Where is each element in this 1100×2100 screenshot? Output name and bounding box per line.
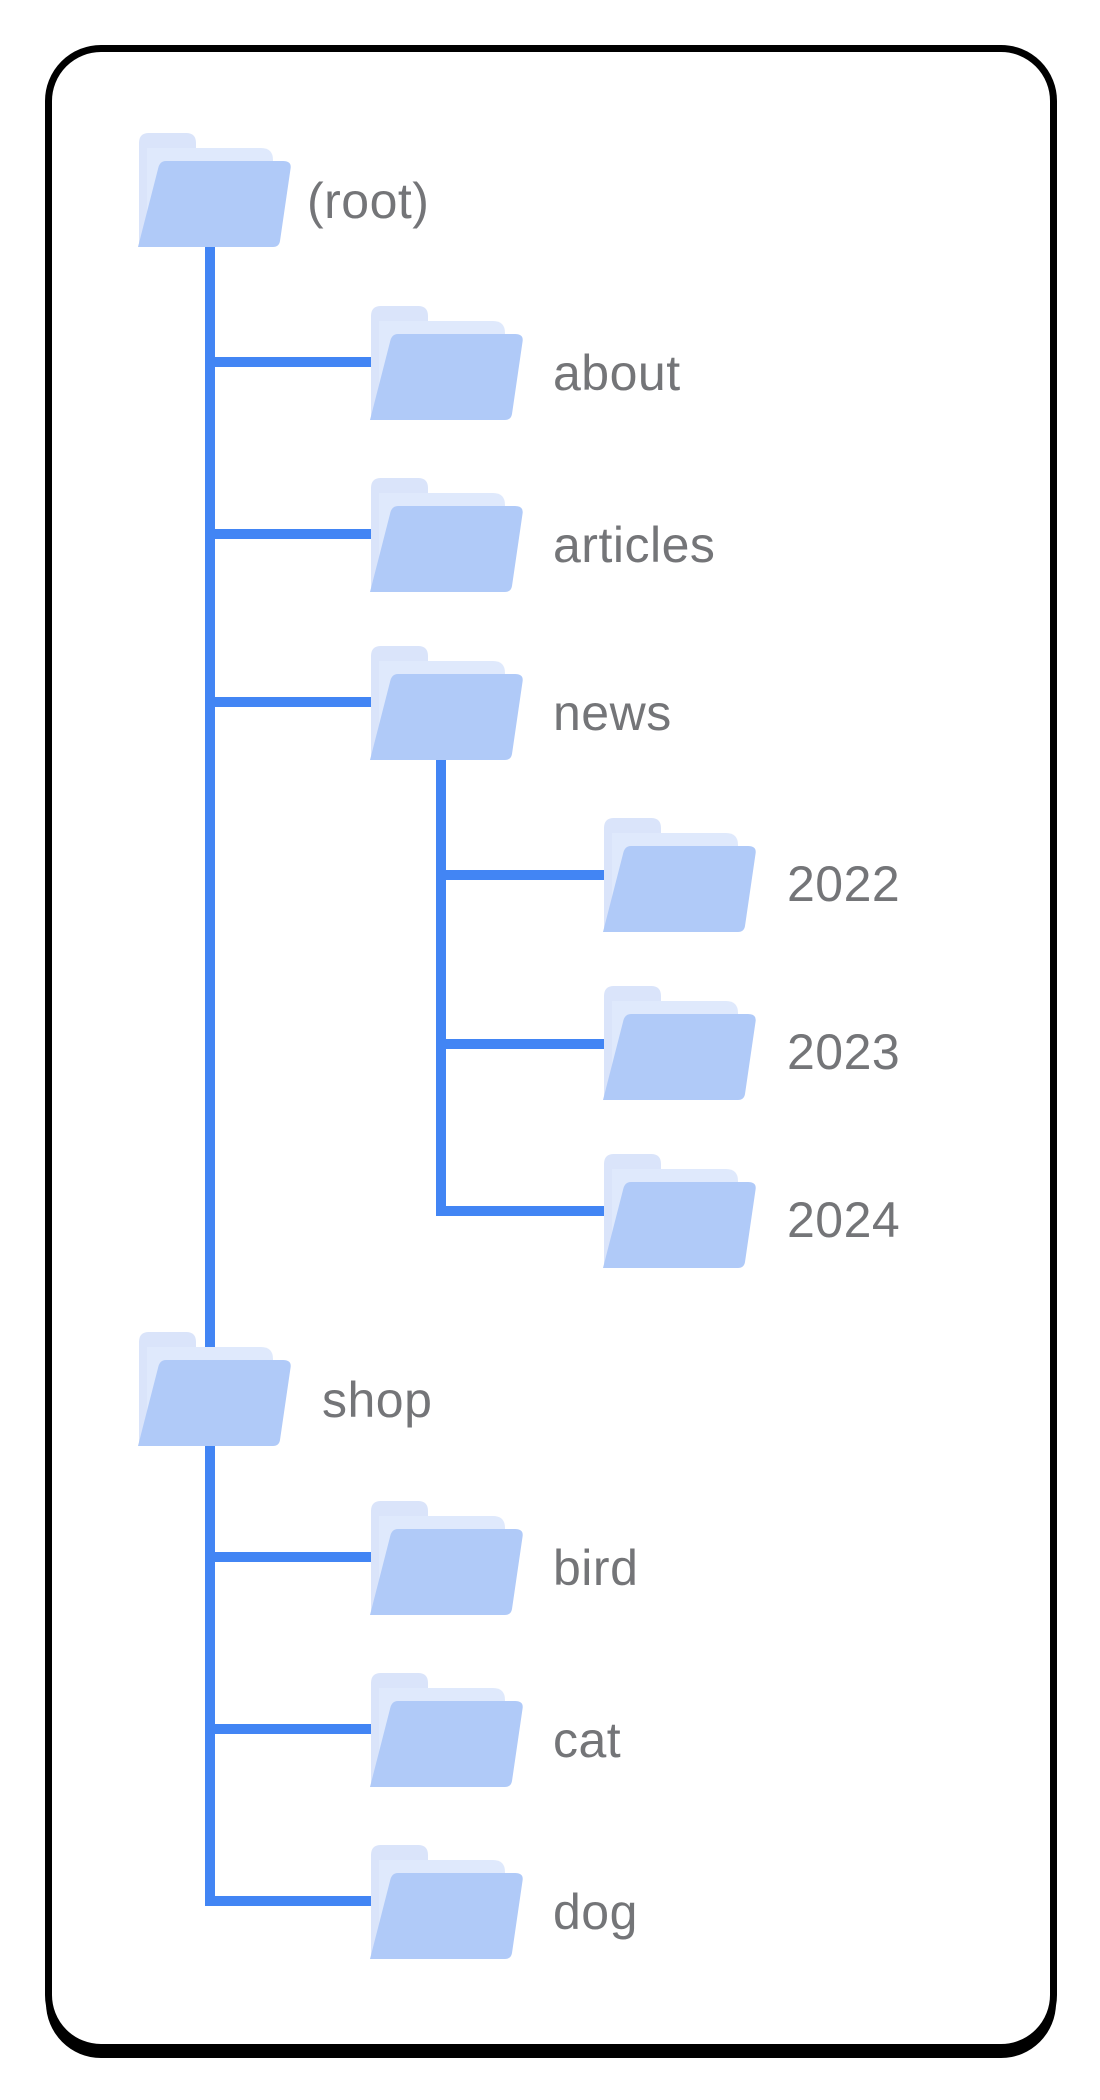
tree-node-label-about: about bbox=[553, 345, 681, 401]
connector-branch-dog bbox=[210, 1896, 374, 1906]
connector-branch-bird bbox=[210, 1552, 374, 1562]
connector-root-trunk bbox=[205, 240, 215, 1906]
connector-branch-articles bbox=[210, 529, 374, 539]
connector-news-trunk bbox=[436, 755, 446, 1216]
connector-branch-cat bbox=[210, 1724, 374, 1734]
connector-branch-2022 bbox=[441, 870, 606, 880]
folder-icon bbox=[603, 1154, 756, 1268]
tree-node-label-news: news bbox=[553, 685, 672, 741]
tree-node-label-cat: cat bbox=[553, 1712, 622, 1768]
tree-node-label-bird: bird bbox=[553, 1540, 639, 1596]
tree-node-label-root: (root) bbox=[307, 173, 430, 229]
folder-icon bbox=[603, 818, 756, 932]
tree-node-label-shop: shop bbox=[322, 1372, 433, 1428]
connector-branch-news bbox=[210, 697, 374, 707]
tree-node-label-dog: dog bbox=[553, 1884, 638, 1940]
tree-node-label-2023: 2023 bbox=[787, 1024, 901, 1080]
folder-icon bbox=[370, 1845, 523, 1959]
folder-icon bbox=[138, 1332, 291, 1446]
folder-icon bbox=[603, 986, 756, 1100]
tree-node-label-2022: 2022 bbox=[787, 856, 901, 912]
folder-icon bbox=[370, 306, 523, 420]
folder-icon bbox=[370, 478, 523, 592]
folder-icon bbox=[370, 1501, 523, 1615]
tree-node-label-2024: 2024 bbox=[787, 1192, 901, 1248]
folder-icon bbox=[370, 646, 523, 760]
folder-icon bbox=[138, 133, 291, 247]
tree-node-label-articles: articles bbox=[553, 517, 716, 573]
connector-branch-about bbox=[210, 357, 374, 367]
connector-branch-2024 bbox=[441, 1206, 606, 1216]
connector-branch-2023 bbox=[441, 1039, 606, 1049]
folder-icon bbox=[370, 1673, 523, 1787]
